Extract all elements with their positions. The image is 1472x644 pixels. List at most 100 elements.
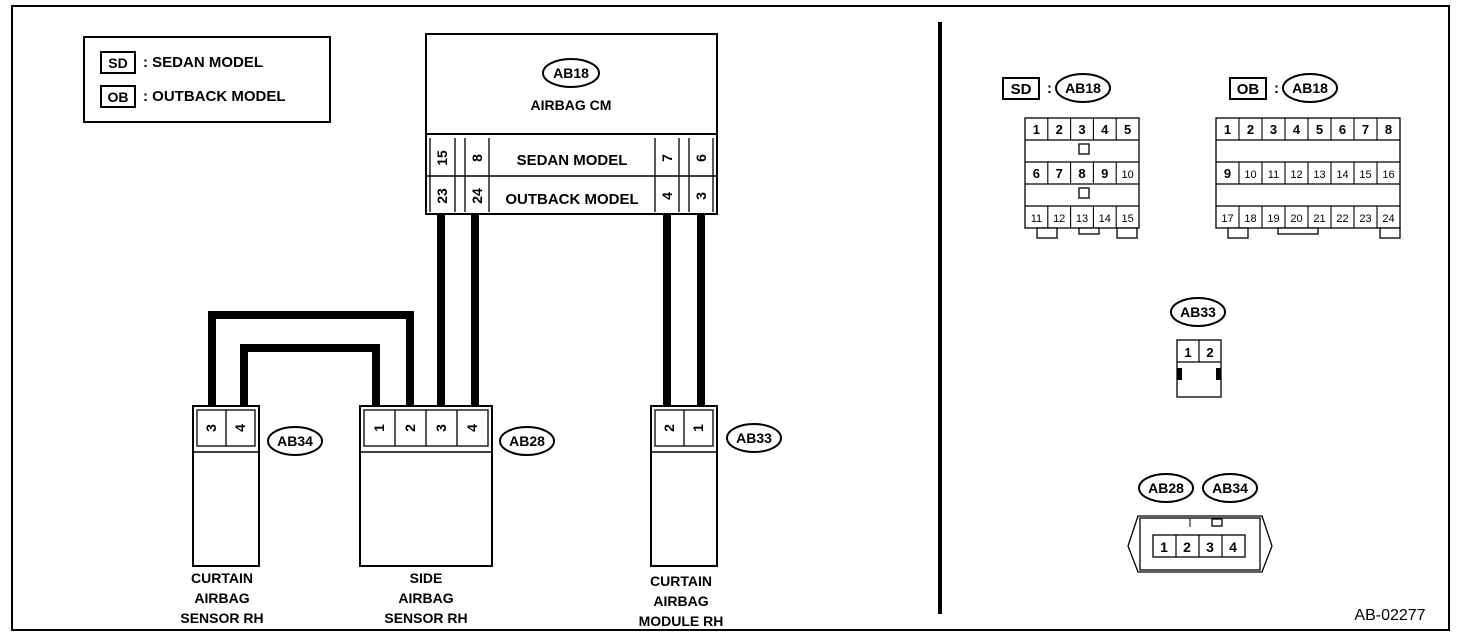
- airbag-cm: AB18 AIRBAG CM SEDAN MODEL OUTBACK MODEL…: [425, 33, 718, 215]
- ob-view-pin: 3: [1270, 122, 1277, 137]
- curtain-sensor-label: AIRBAG: [194, 590, 249, 606]
- ob-view-pin: 23: [1359, 213, 1371, 225]
- ab28-ab34-view: AB28 AB34 1 2 3 4: [1127, 473, 1273, 573]
- cm-sedan-pin: 7: [659, 154, 675, 162]
- cm-outback-pin: 24: [469, 188, 485, 204]
- side-sensor-pin: 1: [371, 424, 387, 432]
- ob-view-pin: 15: [1359, 169, 1371, 181]
- ob-code-box: [100, 85, 136, 108]
- curtain-module-label: CURTAIN: [650, 573, 712, 589]
- legend-ob-code: OB: [108, 89, 129, 105]
- ob-view-pin: 6: [1339, 122, 1346, 137]
- ob-view-pin: 4: [1293, 122, 1301, 137]
- legend-sd-label: : SEDAN MODEL: [143, 54, 263, 71]
- curtain-module-pin: 2: [661, 424, 677, 432]
- sd-view-pin: 14: [1099, 213, 1111, 225]
- ob-view-pin: 21: [1313, 213, 1325, 225]
- ab28-badge: [499, 426, 555, 456]
- ob-view-pin: 12: [1290, 169, 1302, 181]
- curtain-airbag-sensor: 3 4 AB34 CURTAIN AIRBAG SENSOR RH: [180, 405, 323, 626]
- ob-view-pin: 20: [1290, 213, 1302, 225]
- ab18-badge: [542, 58, 600, 88]
- curtain-module-connector: AB33: [736, 430, 772, 446]
- outer-frame: [11, 5, 1450, 631]
- outback-row-label: OUTBACK MODEL: [505, 191, 638, 208]
- curtain-module-label: AIRBAG: [653, 593, 708, 609]
- curtain-sensor-label: SENSOR RH: [180, 610, 263, 626]
- curtain-module-pin: 1: [690, 424, 706, 432]
- cm-sedan-pin: 6: [693, 154, 709, 162]
- side-sensor-pin: 4: [464, 424, 480, 432]
- ob-view-pin: 24: [1382, 213, 1394, 225]
- sd-view-model-code: SD: [1011, 81, 1032, 98]
- legend-sd-code: SD: [108, 55, 127, 71]
- sd-view-pin: 11: [1031, 213, 1042, 225]
- curtain-sensor-label: CURTAIN: [191, 570, 253, 586]
- sd-view-pin: 15: [1121, 213, 1133, 225]
- ab33-view-pin: 1: [1184, 345, 1191, 360]
- ab28-view-connector: AB28: [1148, 480, 1184, 496]
- ob-view-pin: 5: [1316, 122, 1323, 137]
- ob-view-pin: 7: [1362, 122, 1369, 137]
- sd-view-pin: 13: [1076, 213, 1088, 225]
- ab33-view-connector: AB33: [1180, 304, 1216, 320]
- ob-view-model-code: OB: [1237, 81, 1260, 98]
- ab33-view: AB33 1 2: [1170, 297, 1226, 398]
- sd-view-pin: 4: [1101, 122, 1109, 137]
- airbag-cm-connector: AB18: [553, 65, 589, 81]
- side-sensor-pin: 3: [433, 424, 449, 432]
- side-sensor-label: AIRBAG: [398, 590, 453, 606]
- ob-view-pin: 9: [1224, 166, 1231, 181]
- side-sensor-connector: AB28: [509, 433, 545, 449]
- ab28-view-pin: 2: [1183, 539, 1191, 555]
- side-airbag-sensor: 1 2 3 4 AB28 SIDE AIRBAG SENSOR RH: [359, 405, 555, 626]
- ab33-view-pin: 2: [1206, 345, 1213, 360]
- sedan-row-label: SEDAN MODEL: [517, 152, 628, 169]
- sd-view-pin: 9: [1101, 166, 1108, 181]
- sd-view-pin: 8: [1078, 166, 1085, 181]
- sd-view-pin: 7: [1056, 166, 1063, 181]
- sd-view-pin: 12: [1053, 213, 1065, 225]
- ob-view-pin: 1: [1224, 122, 1231, 137]
- legend-box: SD : SEDAN MODEL OB : OUTBACK MODEL: [83, 36, 331, 123]
- sd-view-pin: 1: [1033, 122, 1040, 137]
- ab34-view-connector: AB34: [1212, 480, 1248, 496]
- sd-view-sep: :: [1047, 80, 1052, 97]
- cm-outback-pin: 4: [659, 192, 675, 200]
- curtain-module-label: MODULE RH: [639, 613, 724, 629]
- side-sensor-label: SENSOR RH: [384, 610, 467, 626]
- legend-ob-label: : OUTBACK MODEL: [143, 88, 286, 105]
- ob-view-pin: 17: [1221, 213, 1233, 225]
- ob-view-connector: AB18: [1292, 80, 1328, 96]
- ob-view-pin: 10: [1244, 169, 1256, 181]
- sd-code-box: [100, 51, 136, 74]
- sd-view-pin: 3: [1078, 122, 1085, 137]
- ab28-view-pin: 4: [1229, 539, 1237, 555]
- cm-sedan-pin: 8: [469, 154, 485, 162]
- side-sensor-pin: 2: [402, 424, 418, 432]
- airbag-cm-name: AIRBAG CM: [531, 97, 612, 113]
- curtain-sensor-pin: 3: [203, 424, 219, 432]
- sd-view-pin: 2: [1056, 122, 1063, 137]
- ab28-view-pin: 1: [1160, 539, 1168, 555]
- ob-view-pin: 13: [1313, 169, 1325, 181]
- ab34-badge: [267, 426, 323, 456]
- ab33-badge: [726, 423, 782, 453]
- cm-sedan-pin: 15: [434, 150, 450, 166]
- ob-view-pin: 2: [1247, 122, 1254, 137]
- ob-view-pin: 22: [1336, 213, 1348, 225]
- curtain-airbag-module: 2 1 AB33 CURTAIN AIRBAG MODULE RH: [639, 405, 782, 629]
- ob-view-pin: 11: [1268, 169, 1279, 181]
- wiring-harness: [208, 214, 705, 408]
- curtain-sensor-pin: 4: [232, 424, 248, 432]
- sd-view-connector: AB18: [1065, 80, 1101, 96]
- cm-outback-pin: 3: [693, 192, 709, 200]
- ob-view-pin: 14: [1336, 169, 1348, 181]
- figure-id: AB-02277: [1354, 607, 1425, 624]
- sd-view-pin: 5: [1124, 122, 1131, 137]
- ob-view-sep: :: [1274, 80, 1279, 97]
- ob-view-pin: 18: [1244, 213, 1256, 225]
